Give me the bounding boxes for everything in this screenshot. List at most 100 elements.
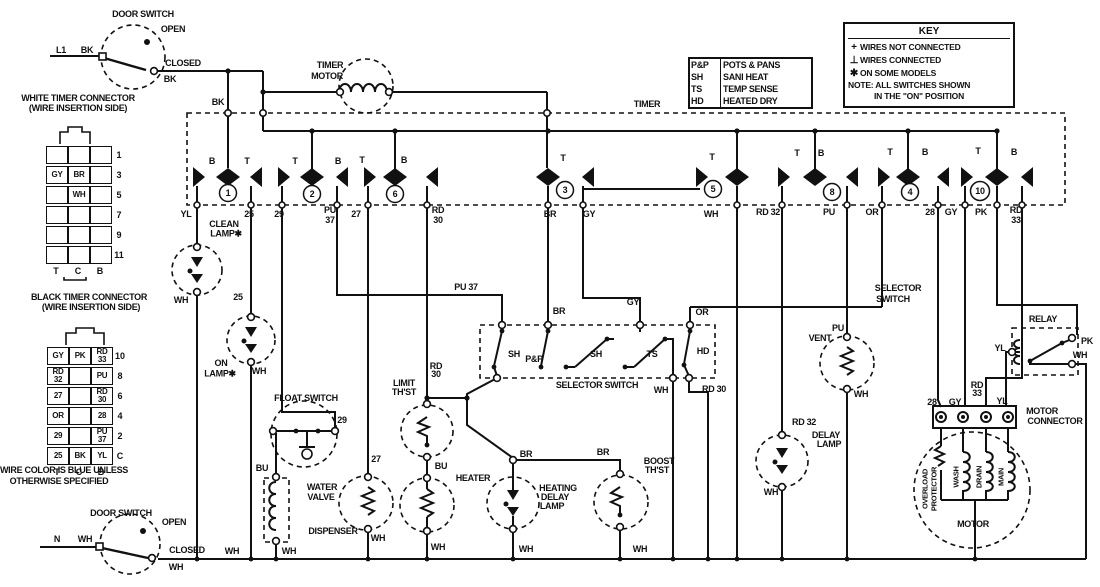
selector-rd30: RD 30 [701, 384, 727, 394]
limit-label-2: TH'ST [391, 387, 417, 397]
relay-pk: PK [1081, 336, 1093, 346]
connector-cell: RD 32 [47, 367, 69, 385]
wire-wh: WH [703, 209, 719, 219]
cam1-number: 1 [225, 188, 231, 198]
door-switch-bottom-open: OPEN [161, 517, 187, 527]
limit-rd30-a: RD [429, 361, 443, 371]
connector-cell [69, 367, 91, 385]
selector-switch-box [479, 324, 716, 379]
connector-row-label: 10 [114, 351, 125, 361]
wire-gy: GY [582, 209, 596, 219]
connector-cell [46, 186, 68, 204]
wire-pu37-b: 37 [325, 215, 335, 225]
motor-connector-label-2: CONNECTOR [1027, 416, 1083, 426]
wires [40, 55, 1087, 560]
timer-motor-circle [338, 58, 394, 114]
key-symbol: + [851, 42, 857, 53]
delay-label-2: LAMP [816, 439, 842, 449]
connector-cell [68, 146, 90, 164]
water-valve-label-2: VALVE [307, 492, 335, 502]
motor-drain: DRAIN [974, 465, 984, 489]
white-connector-title-1: WHITE TIMER CONNECTOR [21, 93, 135, 103]
wire-bk-2: BK [163, 74, 177, 84]
connector-cell [46, 146, 68, 164]
connector-row-label: 9 [116, 230, 122, 240]
connector-rd33-a: RD [970, 380, 984, 390]
selector-or: OR [695, 307, 709, 317]
connector-cell: 27 [47, 387, 69, 405]
connector-cell [90, 206, 112, 224]
connector-cell [90, 246, 112, 264]
cam3-t: T [560, 153, 566, 163]
water-valve-label-1: WATER [306, 482, 338, 492]
key-item: ⊥WIRES CONNECTED [849, 55, 942, 66]
timer-label: TIMER [630, 99, 664, 109]
timer-motor-label-1: TIMER [316, 60, 344, 70]
wire-28: 28 [925, 207, 935, 217]
heater-bu: BU [434, 461, 448, 471]
cam6-t: T [359, 155, 365, 165]
connector-gy: GY [948, 397, 962, 407]
connector-cell: BK [69, 447, 91, 465]
selector-callout-2: SWITCH [876, 294, 910, 304]
key-item: ✱ON SOME MODELS [849, 68, 937, 79]
cam-number-circles [218, 179, 991, 204]
float-switch-29: 29 [337, 415, 347, 425]
motor-protector: PROTECTOR [929, 466, 939, 512]
on-lamp-circle [226, 315, 276, 365]
door-switch-bottom-closed: CLOSED [169, 545, 205, 555]
connector-col-label: T [54, 467, 60, 477]
cam1-b: B [208, 156, 216, 166]
cam10-t: T [975, 146, 981, 156]
connector-cell: PU [91, 367, 113, 385]
motor-wash: WASH [951, 466, 961, 488]
key-note-2: IN THE "ON" POSITION [874, 91, 965, 101]
cam2-b: B [334, 156, 342, 166]
wire-note-2: OTHERWISE SPECIFIED [9, 476, 109, 486]
vent-pu: PU [832, 323, 844, 333]
wire-bk-1: BK [80, 45, 94, 55]
connector-col-label: B [96, 266, 104, 276]
selector-sw5: HD [696, 346, 710, 356]
selector-sw4: TS [646, 349, 658, 359]
clean-lamp-circle [171, 244, 223, 296]
connector-cell: PK [69, 347, 91, 365]
connector-cell [90, 226, 112, 244]
connector-row-label: 3 [116, 170, 122, 180]
cam1-t: T [244, 156, 250, 166]
connector-cell: 25 [47, 447, 69, 465]
limit-thst-circle [400, 404, 454, 458]
motor-connector-pins [939, 415, 1010, 419]
selector-wh: WH [653, 385, 669, 395]
hdl-label-3: LAMP [539, 501, 565, 511]
hdl-wh: WH [518, 544, 534, 554]
on-lamp-label-1: ON [214, 358, 228, 368]
connector-cell: PU 37 [91, 427, 113, 445]
wire-pu37-a: PU [324, 205, 336, 215]
limit-label-1: LIMIT [393, 378, 415, 388]
white-connector-title-2: (WIRE INSERTION SIDE) [28, 103, 128, 113]
wire-wh-1: WH [77, 534, 93, 544]
cam6-b: B [400, 155, 408, 165]
connector-row-label: 2 [117, 431, 123, 441]
motor-overload: OVERLOAD [920, 468, 930, 510]
dispenser-circle [338, 475, 394, 531]
wire-27: 27 [351, 209, 361, 219]
wire-29: 29 [274, 209, 284, 219]
wire-25: 25 [244, 209, 254, 219]
relay-yl: YL [994, 343, 1006, 353]
clean-lamp-label-1: CLEAN [209, 219, 239, 229]
connector-row-label: 7 [116, 210, 122, 220]
door-switch-top-closed: CLOSED [165, 58, 201, 68]
selector-gy: GY [626, 297, 640, 307]
float-switch-label: FLOAT SWITCH [274, 393, 338, 403]
black-connector-title-1: BLACK TIMER CONNECTOR [30, 292, 148, 302]
key-title: KEY [848, 26, 1010, 39]
selector-br: BR [552, 306, 566, 316]
wire-or: OR [865, 207, 879, 217]
